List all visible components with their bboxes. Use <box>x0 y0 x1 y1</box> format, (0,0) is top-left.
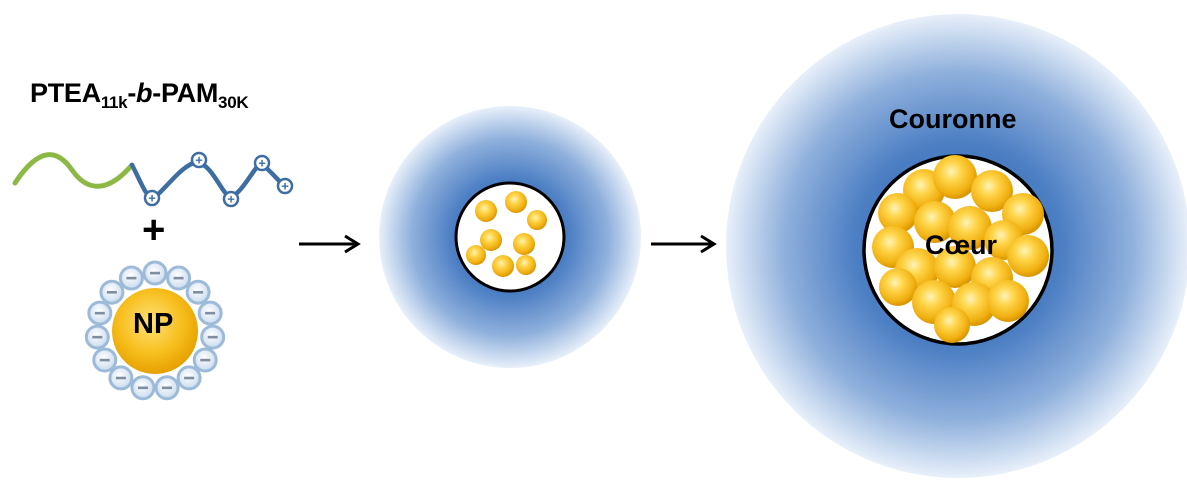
core-particle <box>933 155 977 199</box>
core-particle <box>987 280 1029 322</box>
positive-charge-icon: + <box>190 151 208 169</box>
positive-charge-icon: + <box>222 190 240 208</box>
plus-sign: + <box>142 208 166 252</box>
small-complex <box>379 106 641 368</box>
large-core-particles <box>872 155 1049 343</box>
negative-charge-icon <box>108 365 134 391</box>
core-particle <box>878 193 918 233</box>
negative-charge-icon <box>92 347 118 373</box>
core-particle <box>475 200 497 222</box>
negative-charge-icon <box>142 260 168 286</box>
negative-charge-icon <box>197 300 223 326</box>
core-particle <box>934 307 970 343</box>
negative-charge-icon <box>192 347 218 373</box>
negative-charge-icon <box>154 375 180 401</box>
core-particle <box>914 201 956 243</box>
right-arrow-icon <box>299 234 361 254</box>
negative-charge-icon <box>200 324 226 350</box>
positive-charge-icon: + <box>276 177 294 195</box>
svg-text:+: + <box>281 179 289 194</box>
negative-charge-icon <box>130 375 156 401</box>
negative-charge-icon <box>84 324 110 350</box>
positive-charge-icon: + <box>143 189 161 207</box>
negative-charge-icon <box>185 279 211 305</box>
nanoparticle <box>84 260 226 401</box>
core-particle <box>516 255 536 275</box>
nanoparticle-core <box>112 288 198 374</box>
core-particle <box>971 170 1013 212</box>
core-particle <box>879 268 917 306</box>
core-particle <box>466 245 486 265</box>
svg-text:+: + <box>258 156 266 171</box>
svg-text:+: + <box>195 153 203 168</box>
negative-charge-icon <box>176 365 202 391</box>
core-particle <box>492 255 514 277</box>
negative-charge-icon <box>118 265 144 291</box>
corona-label: Couronne <box>889 104 1017 134</box>
svg-text:+: + <box>227 192 235 207</box>
negative-charge-icon <box>166 265 192 291</box>
core-particle <box>480 229 502 251</box>
core-particle <box>948 206 992 250</box>
large-complex <box>726 14 1187 478</box>
core-particle <box>527 210 547 230</box>
polymer-label: PTEA11k-b-PAM30K <box>30 78 249 112</box>
positive-charge-icon: + <box>253 154 271 172</box>
core-particle <box>1007 235 1049 277</box>
negative-charge-icon <box>87 300 113 326</box>
right-arrow-icon <box>651 234 717 254</box>
negative-charge-icon <box>99 279 125 305</box>
neutral-block <box>12 152 135 189</box>
np-charges <box>84 260 226 401</box>
polymer-chain: + + + + + <box>12 151 294 208</box>
polymer-charges: + + + + + <box>143 151 294 208</box>
svg-text:+: + <box>148 191 156 206</box>
core-particle <box>505 191 527 213</box>
core-label: Cœur <box>925 230 997 260</box>
nanoparticle-label: NP <box>133 308 174 340</box>
small-core-particles <box>466 191 547 277</box>
core-particle <box>513 233 535 255</box>
core-particle <box>934 246 976 288</box>
